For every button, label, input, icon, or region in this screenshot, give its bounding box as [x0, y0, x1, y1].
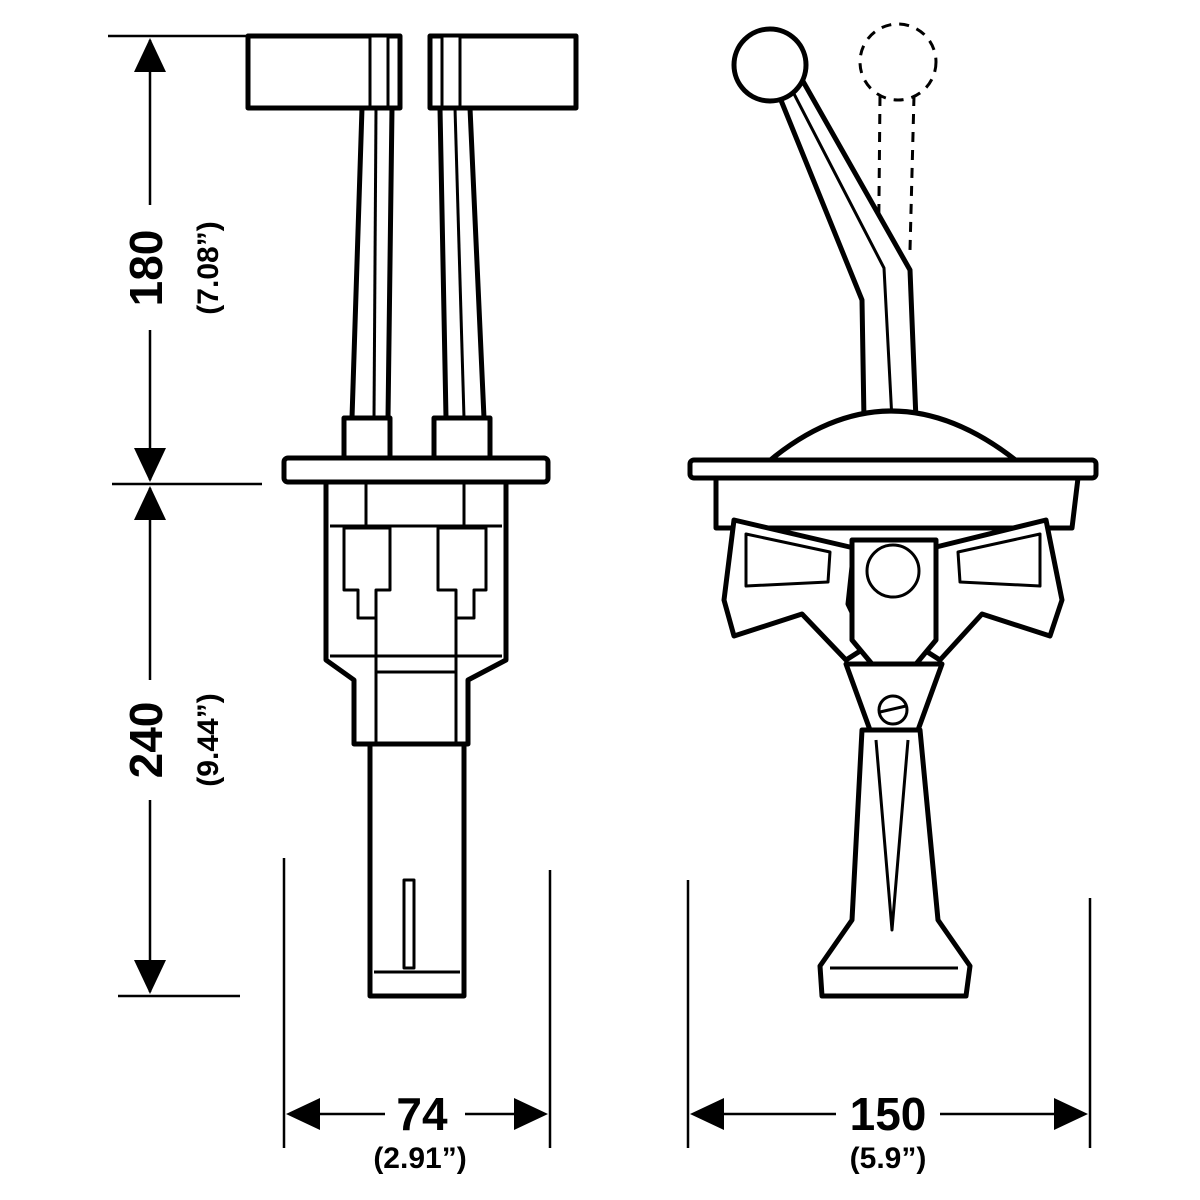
svg-text:180: 180	[120, 230, 172, 307]
svg-text:(7.08”): (7.08”)	[192, 221, 225, 314]
dim-label-180-inches: (7.08”)	[192, 221, 225, 314]
side-width-dimension	[686, 880, 1092, 1148]
vertical-dimension-arrows	[134, 38, 166, 994]
front-width-arrows	[286, 1098, 548, 1130]
svg-text:240: 240	[120, 702, 172, 779]
dim-label-240-inches: (9.44”)	[192, 693, 225, 786]
svg-text:(9.44”): (9.44”)	[192, 693, 225, 786]
dim-label-74: 74	[396, 1088, 448, 1140]
dim-label-180: 180	[120, 230, 172, 307]
dim-label-150: 150	[850, 1088, 927, 1140]
side-view-single-lever	[687, 22, 1099, 999]
dim-label-150-inches: (5.9”)	[850, 1142, 927, 1175]
dim-label-240: 240	[120, 702, 172, 779]
dim-label-74-inches: (2.91”)	[373, 1142, 466, 1175]
side-width-arrows	[690, 1098, 1088, 1130]
vertical-dimension-lines	[108, 34, 262, 998]
front-view-dual-lever	[245, 33, 579, 999]
